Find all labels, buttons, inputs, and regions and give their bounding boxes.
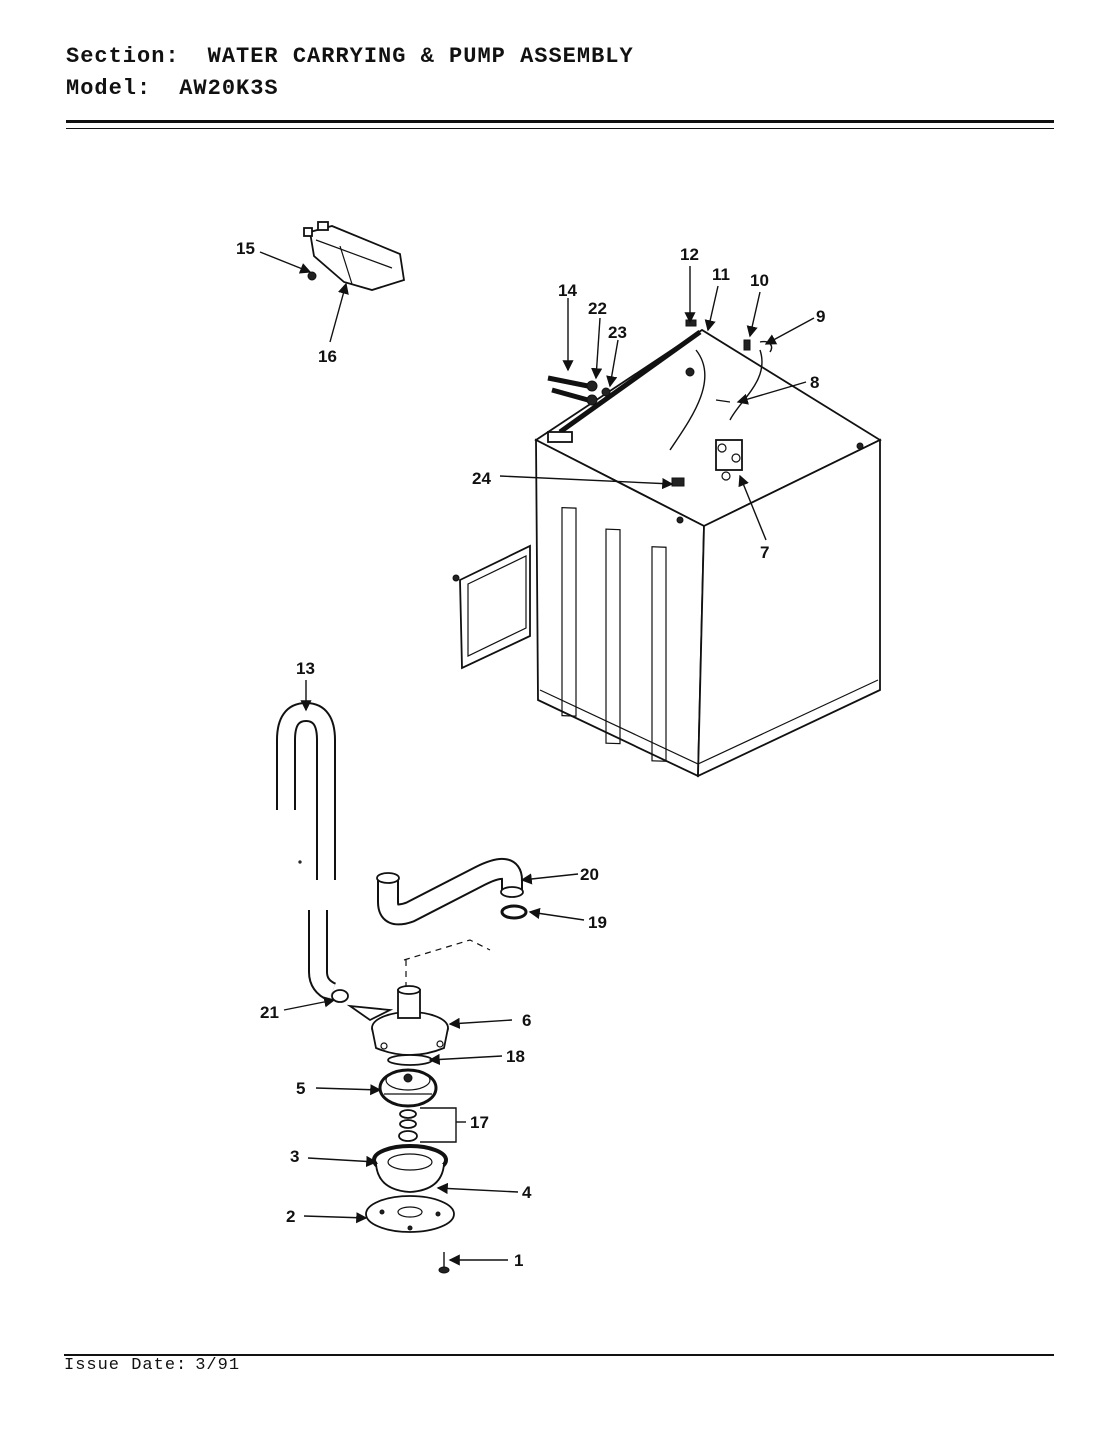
callout-22: 22 bbox=[588, 299, 607, 318]
section-title: WATER CARRYING & PUMP ASSEMBLY bbox=[207, 44, 634, 69]
housing-part-4 bbox=[375, 1153, 445, 1193]
callout-7: 7 bbox=[760, 543, 769, 562]
callout-1: 1 bbox=[514, 1251, 523, 1270]
model-label: Model: bbox=[66, 76, 152, 101]
callout-19: 19 bbox=[588, 913, 607, 932]
alignment-line bbox=[403, 939, 491, 961]
callout-9: 9 bbox=[816, 307, 825, 326]
callout-20: 20 bbox=[580, 865, 599, 884]
model-heading: Model: AW20K3S bbox=[66, 76, 279, 101]
plate-part-2 bbox=[365, 1195, 455, 1233]
gear-part-5 bbox=[378, 1068, 438, 1108]
callout-6: 6 bbox=[522, 1011, 531, 1030]
model-number: AW20K3S bbox=[179, 76, 279, 101]
callout-13: 13 bbox=[296, 659, 315, 678]
section-heading: Section: WATER CARRYING & PUMP ASSEMBLY bbox=[66, 44, 634, 69]
leader-lines bbox=[259, 251, 815, 1266]
header-rule-thick bbox=[66, 120, 1054, 123]
callout-3: 3 bbox=[290, 1147, 299, 1166]
washer-stack-part-17 bbox=[398, 1109, 418, 1142]
callout-4: 4 bbox=[522, 1183, 532, 1202]
callout-labels: 15 16 12 11 10 9 8 14 22 23 24 7 13 20 1… bbox=[236, 239, 825, 1270]
callout-8: 8 bbox=[810, 373, 819, 392]
callout-18: 18 bbox=[506, 1047, 525, 1066]
bracket-part-16 bbox=[303, 221, 406, 291]
callout-24: 24 bbox=[472, 469, 491, 488]
issue-date: Issue Date: 3/91 bbox=[64, 1356, 240, 1375]
callout-17: 17 bbox=[470, 1113, 489, 1132]
callout-5: 5 bbox=[296, 1079, 305, 1098]
callout-2: 2 bbox=[286, 1207, 295, 1226]
callout-23: 23 bbox=[608, 323, 627, 342]
screw-part-1 bbox=[438, 1252, 450, 1274]
hose-part-20 bbox=[376, 858, 524, 926]
cabinet bbox=[452, 319, 882, 778]
callout-16: 16 bbox=[318, 347, 337, 366]
callout-11: 11 bbox=[712, 265, 730, 284]
header-rule-thin bbox=[66, 128, 1054, 129]
hose-part-13 bbox=[276, 701, 336, 880]
screws-part-14 bbox=[547, 375, 611, 406]
seal-part-18 bbox=[387, 1054, 433, 1066]
callout-10: 10 bbox=[750, 271, 769, 290]
clamp-part-19 bbox=[500, 904, 528, 920]
section-label: Section: bbox=[66, 44, 180, 69]
hose-part-21 bbox=[308, 910, 349, 1003]
issue-date-label: Issue Date: bbox=[64, 1356, 188, 1375]
callout-15: 15 bbox=[236, 239, 255, 258]
issue-date-value: 3/91 bbox=[195, 1356, 241, 1375]
footer-rule bbox=[64, 1354, 1054, 1356]
callout-14: 14 bbox=[558, 281, 577, 300]
callout-21: 21 bbox=[260, 1003, 279, 1022]
pump-part-6 bbox=[346, 985, 449, 1056]
callout-12: 12 bbox=[680, 245, 699, 264]
